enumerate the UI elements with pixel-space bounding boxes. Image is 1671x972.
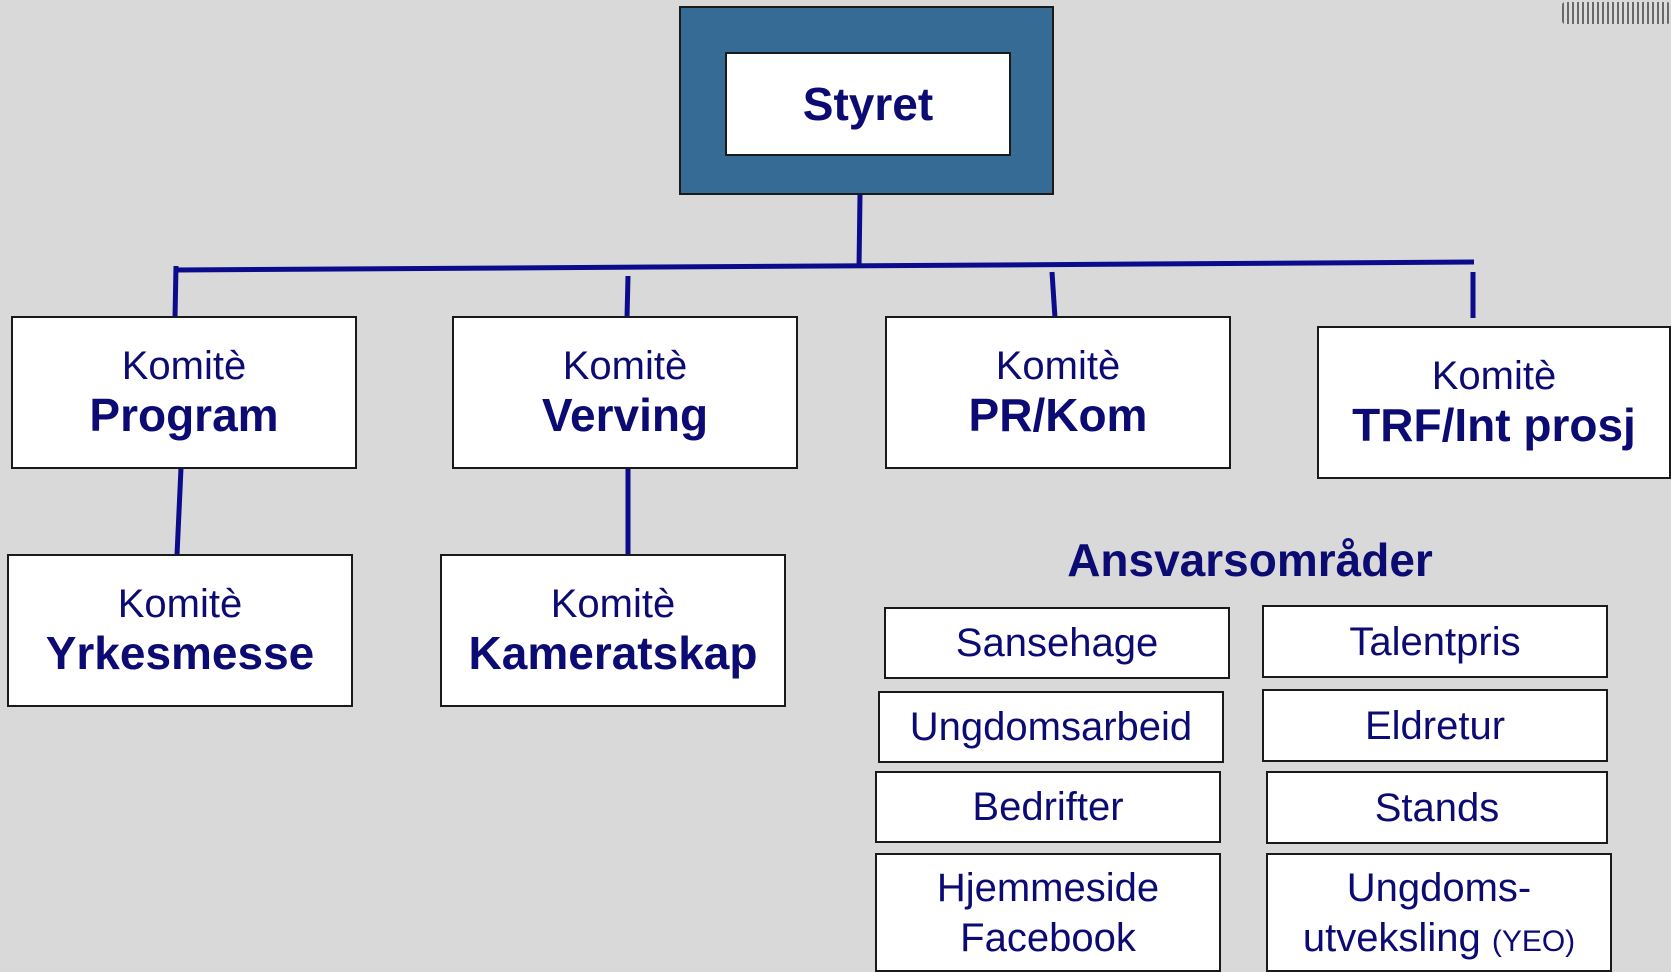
committee-prkom: Komitè PR/Kom bbox=[885, 316, 1231, 469]
area-sansehage: Sansehage bbox=[884, 607, 1230, 679]
connector-yrkesmesse bbox=[174, 467, 184, 556]
area-line: utveksling (YEO) bbox=[1302, 915, 1576, 960]
committee-name: Verving bbox=[541, 389, 709, 442]
area-line: Ungdoms- bbox=[1346, 865, 1532, 910]
committee-prefix: Komitè bbox=[562, 344, 688, 389]
committee-verving: Komitè Verving bbox=[452, 316, 798, 469]
area-bedrifter: Bedrifter bbox=[875, 771, 1221, 843]
area-ungdomsarbeid: Ungdomsarbeid bbox=[878, 691, 1224, 763]
committee-name: Yrkesmesse bbox=[45, 627, 315, 680]
subcommittee-kameratskap: Komitè Kameratskap bbox=[440, 554, 786, 707]
root-label: Styret bbox=[725, 52, 1011, 156]
root-node: Styret bbox=[679, 6, 1054, 195]
horizontal-bus bbox=[174, 259, 1475, 273]
committee-prefix: Komitè bbox=[1431, 354, 1557, 399]
connector-program bbox=[172, 265, 179, 319]
committee-name: Kameratskap bbox=[468, 627, 758, 680]
committee-prefix: Komitè bbox=[550, 582, 676, 627]
root-connector bbox=[856, 194, 863, 269]
area-note: (YEO) bbox=[1491, 924, 1576, 958]
logo-icon bbox=[1562, 2, 1670, 24]
area-eldretur: Eldretur bbox=[1262, 689, 1608, 762]
connector-verving bbox=[624, 275, 631, 319]
committee-name: Program bbox=[89, 389, 279, 442]
connector-prkom bbox=[1049, 271, 1058, 319]
committee-name: PR/Kom bbox=[968, 389, 1148, 442]
area-line: Facebook bbox=[960, 915, 1136, 960]
area-talentpris: Talentpris bbox=[1262, 605, 1608, 678]
committee-program: Komitè Program bbox=[11, 316, 357, 469]
committee-trf-int-prosj: Komitè TRF/Int prosj bbox=[1317, 326, 1671, 479]
committee-prefix: Komitè bbox=[995, 344, 1121, 389]
committee-prefix: Komitè bbox=[117, 582, 243, 627]
area-hjemmeside-facebook: Hjemmeside Facebook bbox=[875, 853, 1221, 972]
committee-name: TRF/Int prosj bbox=[1352, 399, 1636, 452]
area-ungdomsutveksling: Ungdoms- utveksling (YEO) bbox=[1266, 853, 1612, 972]
area-stands: Stands bbox=[1266, 771, 1608, 844]
committee-prefix: Komitè bbox=[121, 344, 247, 389]
areas-heading: Ansvarsområder bbox=[1067, 534, 1433, 586]
subcommittee-yrkesmesse: Komitè Yrkesmesse bbox=[7, 554, 353, 707]
area-line: Hjemmeside bbox=[936, 865, 1160, 910]
